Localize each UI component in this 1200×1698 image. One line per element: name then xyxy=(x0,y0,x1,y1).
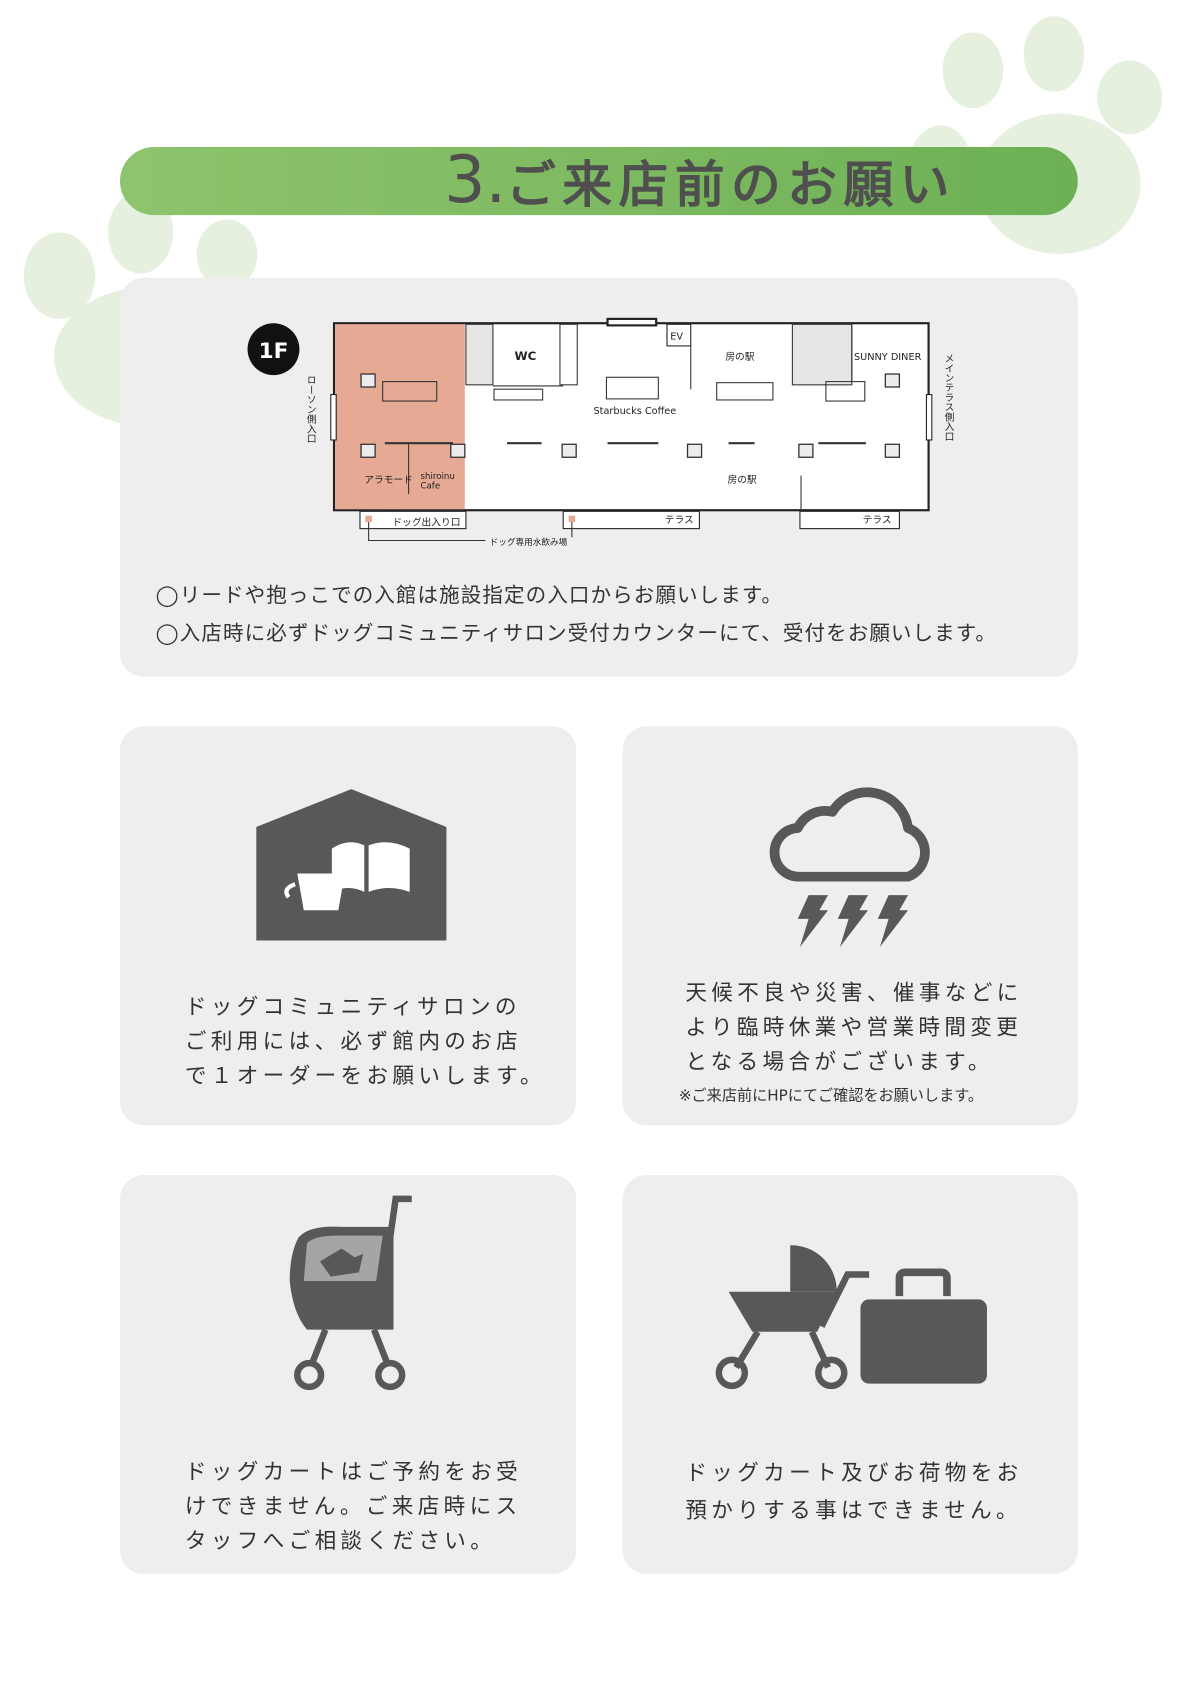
floor-map: 1F xyxy=(247,317,955,548)
card-text-line: より臨時休業や営業時間変更 xyxy=(685,1013,1023,1040)
sunny-diner-label: SUNNY DINER xyxy=(854,352,922,363)
section-title-text: ご来店前のお願い xyxy=(506,155,956,215)
section-number: 3. xyxy=(444,142,507,219)
note-reception: ◯入店時に必ずドッグコミュニティサロン受付カウンターにて、受付をお願いします。 xyxy=(155,621,997,646)
wc-label: WC xyxy=(515,349,537,363)
card-text-line: となる場合がございます。 xyxy=(685,1048,994,1075)
terrace-label: テラス xyxy=(665,514,694,526)
house-cafe-book-icon xyxy=(256,789,447,941)
card-text-line: 天候不良や災害、催事などに xyxy=(685,979,1023,1006)
card-text-line: ご利用には、必ず館内のお店 xyxy=(184,1028,523,1054)
cafe-label: Cafe xyxy=(421,482,441,492)
section-title: 3.ご来店前のお願い xyxy=(444,143,956,219)
card-text-line: 預かりする事はできません。 xyxy=(685,1497,1022,1524)
card-text-line: ドッグカートはご予約をお受 xyxy=(184,1458,523,1485)
dog-area xyxy=(335,324,465,510)
info-card-dog-cart-reservation: ドッグカートはご予約をお受 けできません。ご来店時にス タッフへご相談ください。 xyxy=(119,1175,577,1574)
ev-label: EV xyxy=(670,331,683,342)
alamode-label: アラモード xyxy=(364,474,413,486)
floor-label: 1F xyxy=(259,339,289,364)
card-text-line: タッフへご相談ください。 xyxy=(184,1527,497,1554)
fusa-label-bottom: 房の駅 xyxy=(728,473,757,486)
card-text-line: で１オーダーをお願いします。 xyxy=(184,1062,546,1089)
terrace-label: テラス xyxy=(863,514,892,526)
starbucks-label: Starbucks Coffee xyxy=(593,406,676,417)
info-card-order: ドッグコミュニティサロンの ご利用には、必ず館内のお店 で１オーダーをお願いしま… xyxy=(119,726,577,1126)
floor-map-card: 1F xyxy=(119,277,1078,677)
card-text-line: けできません。ご来店時にス xyxy=(184,1492,522,1519)
stroller-luggage-icon xyxy=(715,1245,987,1390)
section-title-bar: 3.ご来店前のお願い xyxy=(119,143,1078,218)
info-card-luggage: ドッグカート及びお荷物をお 預かりする事はできません。 xyxy=(622,1175,1078,1574)
dog-entrance-label: ドッグ出入り口 xyxy=(392,515,460,528)
storm-cloud-icon xyxy=(769,787,930,947)
dog-water-label: ドッグ専用水飲み場 xyxy=(490,536,568,548)
card-text-line: ドッグカート及びお荷物をお xyxy=(685,1459,1023,1486)
dog-cart-icon xyxy=(289,1195,412,1391)
info-card-weather: 天候不良や災害、催事などに より臨時休業や営業時間変更 となる場合がございます。… xyxy=(622,726,1078,1126)
note-entrance: ◯リードや抱っこでの入館は施設指定の入口からお願いします。 xyxy=(155,583,784,608)
shiroinu-label: shiroinu xyxy=(421,472,455,482)
card-footnote: ※ご来店前にHPにてご確認をお願いします。 xyxy=(678,1087,983,1105)
card-text-line: ドッグコミュニティサロンの xyxy=(184,993,521,1020)
left-entrance-label: ローソン側入口 xyxy=(305,375,317,443)
fusa-label-top: 房の駅 xyxy=(725,350,754,363)
paw-print-decoration-icon xyxy=(910,16,1163,255)
right-entrance-label: メインテラス側入口 xyxy=(943,353,955,440)
